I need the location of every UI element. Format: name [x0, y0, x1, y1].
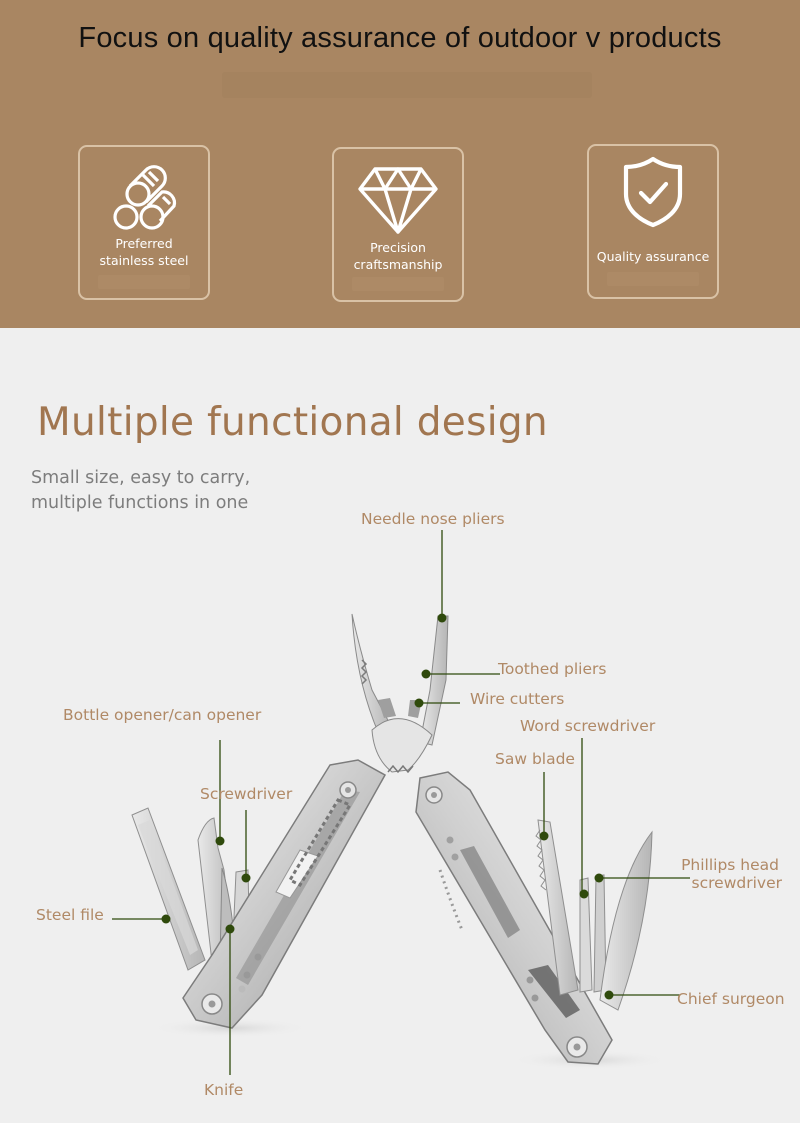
- callout-toothed-pliers: Toothed pliers: [498, 660, 607, 678]
- feature-label: Preferred stainless steel: [99, 236, 189, 268]
- callout-leader-lines: [112, 530, 690, 1075]
- label-placeholder: [607, 272, 699, 286]
- banner-title: Focus on quality assurance of outdoor v …: [78, 22, 722, 54]
- callout-knife: Knife: [204, 1081, 244, 1099]
- steel-rods-icon: [80, 161, 208, 231]
- callout-screwdriver: Screwdriver: [200, 785, 293, 803]
- callout-steel-file: Steel file: [36, 906, 104, 924]
- label-placeholder: [352, 277, 444, 291]
- section-title: Multiple functional design: [37, 400, 548, 445]
- feature-label: Precision craftsmanship: [353, 240, 443, 272]
- callout-bottle-opener: Bottle opener/can opener: [63, 706, 262, 724]
- quality-banner: Focus on quality assurance of outdoor v …: [0, 0, 800, 328]
- right-fold-tools: [535, 819, 653, 1011]
- section-subtitle: Small size, easy to carry, multiple func…: [31, 468, 251, 513]
- label-placeholder: [98, 275, 190, 289]
- callout-marker-dots: [161, 613, 614, 1000]
- callout-needle-nose-pliers: Needle nose pliers: [361, 510, 505, 528]
- callout-chief-surgeon: Chief surgeon: [677, 990, 785, 1008]
- left-handle: [182, 759, 387, 1029]
- feature-label: Quality assurance: [596, 249, 710, 264]
- banner-subtitle-placeholder: [222, 72, 592, 98]
- callout-phillips-head-screwdriver: Phillips head screwdriver: [681, 856, 782, 892]
- feature-card-quality-assurance: Quality assurance: [587, 144, 719, 299]
- callout-word-screwdriver: Word screwdriver: [520, 717, 656, 735]
- diamond-icon: [334, 165, 462, 235]
- feature-card-precision: Precision craftsmanship: [332, 147, 464, 302]
- pliers-head: [351, 613, 449, 774]
- feature-card-stainless-steel: Preferred stainless steel: [78, 145, 210, 300]
- shield-check-icon: [589, 156, 717, 228]
- callout-saw-blade: Saw blade: [495, 750, 575, 768]
- callout-wire-cutters: Wire cutters: [470, 690, 565, 708]
